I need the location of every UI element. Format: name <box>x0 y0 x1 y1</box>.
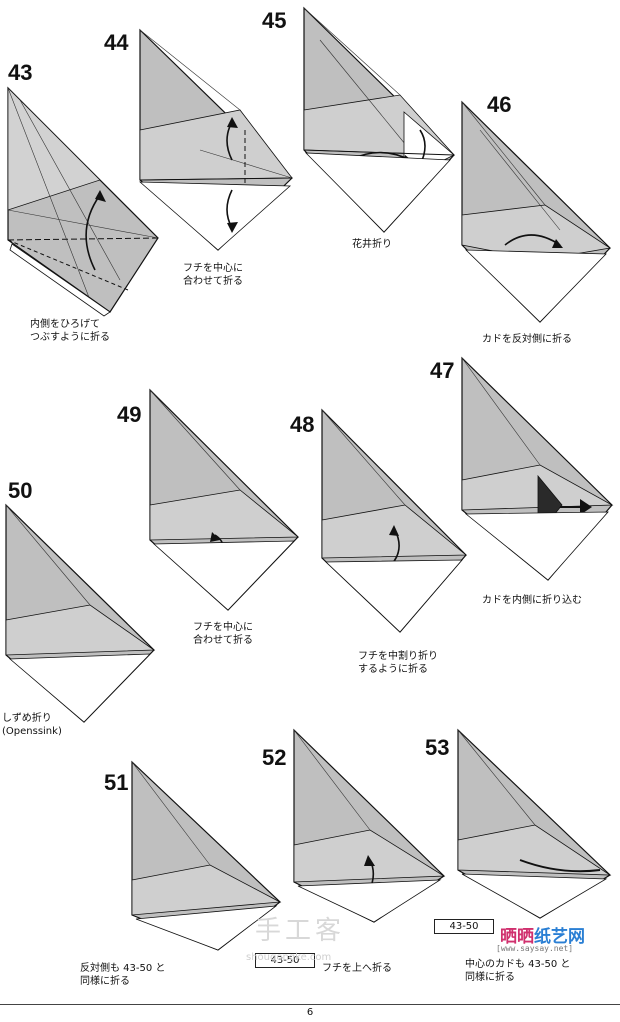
step-44-caption: フチを中心に 合わせて折る <box>183 263 243 287</box>
footer-rule <box>0 1004 620 1005</box>
step-43-number: 43 <box>8 60 33 85</box>
step-53-number: 53 <box>425 735 450 760</box>
step-52-caption: フチを上へ折る <box>322 963 392 974</box>
site-logo-a: 晒晒 <box>500 927 534 947</box>
ref-box-left: 43-50 <box>255 953 315 968</box>
step-51-number: 51 <box>104 770 129 795</box>
ref-box-right: 43-50 <box>434 919 494 934</box>
page-number: 6 <box>306 1007 314 1018</box>
step-46-number: 46 <box>487 92 512 117</box>
step-47-number: 47 <box>430 358 455 383</box>
step-45-number: 45 <box>262 8 287 33</box>
step-43-caption: 内側をひろげて つぶすように折る <box>30 319 110 343</box>
step-51-caption: 反対側も 43-50 と 同様に折る <box>80 963 166 987</box>
step-44-number: 44 <box>104 30 129 55</box>
step-52-number: 52 <box>262 745 287 770</box>
step-49-caption: フチを中心に 合わせて折る <box>193 622 253 646</box>
watermark-text: 手工客 <box>255 916 346 946</box>
step-53-caption: 中心のカドも 43-50 と 同様に折る <box>465 959 571 983</box>
site-logo-url: [www.saysay.net] <box>496 944 574 953</box>
site-logo-b: 纸艺网 <box>534 927 585 947</box>
step-50-number: 50 <box>8 478 33 503</box>
step-46-caption: カドを反対側に折る <box>482 334 572 345</box>
step-49-number: 49 <box>117 402 142 427</box>
step-45-caption: 花井折り <box>352 239 392 250</box>
watermark-url: shougongke.com <box>246 952 332 963</box>
step-50-caption: しずめ折り (Openssink) <box>2 713 62 737</box>
site-logo: 晒晒纸艺网 <box>500 922 585 947</box>
step-47-caption: カドを内側に折り込む <box>482 595 582 606</box>
step-48-number: 48 <box>290 412 315 437</box>
step-48-caption: フチを中割り折り するように折る <box>358 651 438 675</box>
